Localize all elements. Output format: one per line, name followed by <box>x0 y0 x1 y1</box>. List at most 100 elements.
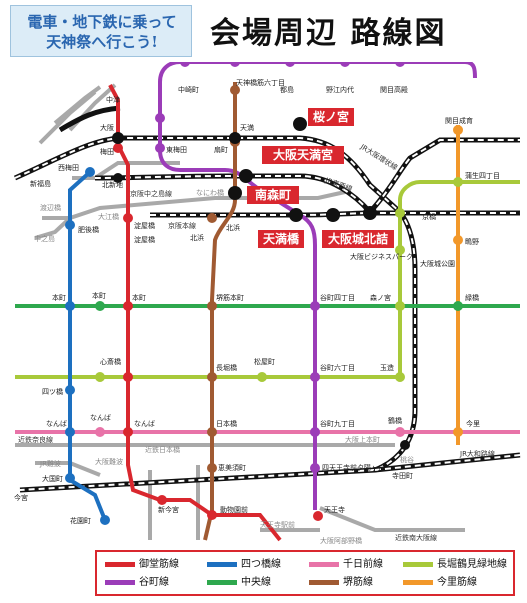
station-dot-miyakojima[interactable] <box>285 62 295 67</box>
venue-label-tenmabashi: 天満橋 <box>263 231 300 246</box>
station-dot-ebisucho[interactable] <box>207 463 217 473</box>
station-dot-tanimachi9[interactable] <box>310 427 320 437</box>
station-dot-dobutsuen[interactable] <box>207 510 217 520</box>
venue-box-tenmabashi[interactable] <box>258 230 304 248</box>
station-labels: 中津 大阪 梅田 西梅田 北新地 新福島 渡辺橋 大江橋 中之島 肥後橋 淀屋橋… <box>14 78 500 525</box>
station-dot-gamo[interactable] <box>453 177 463 187</box>
station-dot-shinsaibashi[interactable] <box>123 372 133 382</box>
label-nagahoribashi: 長堀橋 <box>216 363 237 372</box>
venue-box-sakuranomiya[interactable] <box>308 108 354 126</box>
station-dot-yotsubashi[interactable] <box>65 385 75 395</box>
station-dot-daikokucho[interactable] <box>65 473 75 483</box>
station-dot-shitennoji[interactable] <box>310 463 320 473</box>
label-miyakojima: 都島 <box>280 85 294 94</box>
station-dot-hanazonocho[interactable] <box>100 515 110 525</box>
station-dot-osakabusinesspark[interactable] <box>395 245 405 255</box>
station-dot-tsuruhashi[interactable] <box>395 427 405 437</box>
station-dot-higashiumeda[interactable] <box>155 143 165 153</box>
station-dot-nipponbashi[interactable] <box>207 427 217 437</box>
label-sakaisuji-honmachi: 堺筋本町 <box>216 293 244 302</box>
legend-label-yotsubashi: 四つ橋線 <box>241 559 281 570</box>
label-imamiya: 今宮 <box>14 493 28 502</box>
station-dot-noetaucchi[interactable] <box>340 62 350 67</box>
midosuji-line <box>108 84 282 542</box>
header: 電車・地下鉄に乗って 天神祭へ行こう! 会場周辺 路線図 <box>0 0 527 62</box>
venue-box-osakajo-kitazume[interactable] <box>322 230 394 248</box>
station-dot-morinomiya[interactable] <box>395 301 405 311</box>
station-dot-sekimekoumi[interactable] <box>395 62 405 67</box>
venue-label-osakajo-kitazume: 大阪城北詰 <box>328 231 388 246</box>
station-dot-tenroku-t[interactable] <box>230 62 240 67</box>
label-tamatsukuri: 玉造 <box>380 363 394 372</box>
station-dot-shinimamiya[interactable] <box>157 495 167 505</box>
label-yodoyabashi-k: 淀屋橋 <box>134 221 155 230</box>
legend-item-sakaisuji: 堺筋線 <box>309 575 414 590</box>
station-dot-nagahoribashi[interactable] <box>207 372 217 382</box>
station-dot-namba[interactable] <box>123 427 133 437</box>
station-dot-yodoyabashi[interactable] <box>123 213 133 223</box>
station-dot-honmachi-y[interactable] <box>65 301 75 311</box>
label-keihan-nakanoshima: 京阪中之島線 <box>130 189 172 198</box>
station-dot-tanimachi6[interactable] <box>310 372 320 382</box>
jr-loop-north <box>58 105 121 133</box>
label-tennoji: 天王寺 <box>324 506 345 514</box>
station-dot-osaka[interactable] <box>112 132 124 144</box>
station-dot-shigino[interactable] <box>453 235 463 245</box>
station-dot-matsuyamachi[interactable] <box>257 372 267 382</box>
jr-osaka-loop-line-dash <box>14 137 416 491</box>
station-dot-midoribashi[interactable] <box>453 301 463 311</box>
legend-item-imazatosuji: 今里筋線 <box>403 575 508 590</box>
station-dot-sekimeseiiku[interactable] <box>453 125 463 135</box>
label-keihan-main: 京阪本線 <box>168 221 196 230</box>
label-osakabusinesspark: 大阪ビジネスパーク <box>350 252 413 261</box>
station-dot-nakatsu[interactable] <box>180 62 190 67</box>
station-dot-tamatsukuri[interactable] <box>395 372 405 382</box>
station-dot-honmachi[interactable] <box>123 301 133 311</box>
station-dot-tsuruhashi-jr[interactable] <box>400 440 410 450</box>
venue-dot-osaka-tenmangu[interactable] <box>239 169 253 183</box>
station-dot-namba-y[interactable] <box>65 427 75 437</box>
station-dot-temma[interactable] <box>229 132 241 144</box>
venue-dot-minamimorimachi[interactable] <box>228 186 242 200</box>
label-kyobashi: 京橋 <box>422 212 436 221</box>
venue-box-minamimorimachi[interactable] <box>247 186 299 204</box>
label-tanimachi9: 谷町九丁目 <box>320 419 355 428</box>
legend-item-tanimachi: 谷町線 <box>105 575 210 590</box>
label-tanimachi6: 谷町六丁目 <box>320 363 355 372</box>
legend-label-nagahori: 長堀鶴見緑地線 <box>437 559 507 570</box>
label-shinfukushima: 新福島 <box>30 179 51 188</box>
station-dot-nishiohashi[interactable] <box>95 372 105 382</box>
yotsubashi-line <box>68 170 107 521</box>
legend-item-nagahori: 長堀鶴見緑地線 <box>403 557 508 572</box>
legend-label-imazatosuji: 今里筋線 <box>437 577 477 588</box>
legend-swatch-midosuji <box>105 562 135 567</box>
station-dot-tenroku[interactable] <box>230 85 240 95</box>
nagahori-line <box>15 180 520 379</box>
label-osakanamba: 大阪難波 <box>95 457 123 466</box>
station-dot-sakaisuji-honmachi[interactable] <box>207 301 217 311</box>
station-dot-kitahama[interactable] <box>207 213 217 223</box>
station-dot-kyobashi-n[interactable] <box>395 208 405 218</box>
jr-yamatoji-line-dash <box>374 454 521 471</box>
station-dot-nakazakicho[interactable] <box>155 113 165 123</box>
label-kintetsu-nihonbashi: 近鉄日本橋 <box>145 445 180 454</box>
label-kintetsu-minami-osaka: 近鉄南大阪線 <box>395 533 437 542</box>
station-dot-nishiumeda[interactable] <box>85 167 95 177</box>
label-tanimachi4: 谷町四丁目 <box>320 293 355 302</box>
station-dot-tennoji[interactable] <box>313 511 323 521</box>
venue-box-osaka-tenmangu[interactable] <box>262 146 344 164</box>
venue-dot-sakuranomiya[interactable] <box>293 117 307 131</box>
station-dot-namba-s[interactable] <box>95 427 105 437</box>
station-dot-kyobashi[interactable] <box>363 206 377 220</box>
station-dot-higobashi[interactable] <box>65 220 75 230</box>
label-honmachi-y: 本町 <box>52 293 66 302</box>
subway-lines <box>15 62 520 542</box>
station-dot-honmachi-c[interactable] <box>95 301 105 311</box>
venue-dot-osakajo-kitazume[interactable] <box>326 208 340 222</box>
venue-dot-tenmabashi[interactable] <box>289 208 303 222</box>
station-dot-umeda[interactable] <box>113 143 123 153</box>
station-dot-kitashinchi[interactable] <box>113 173 123 183</box>
station-dot-imazato[interactable] <box>453 427 463 437</box>
station-dot-tanimachi4[interactable] <box>310 301 320 311</box>
legend-label-midosuji: 御堂筋線 <box>139 559 179 570</box>
